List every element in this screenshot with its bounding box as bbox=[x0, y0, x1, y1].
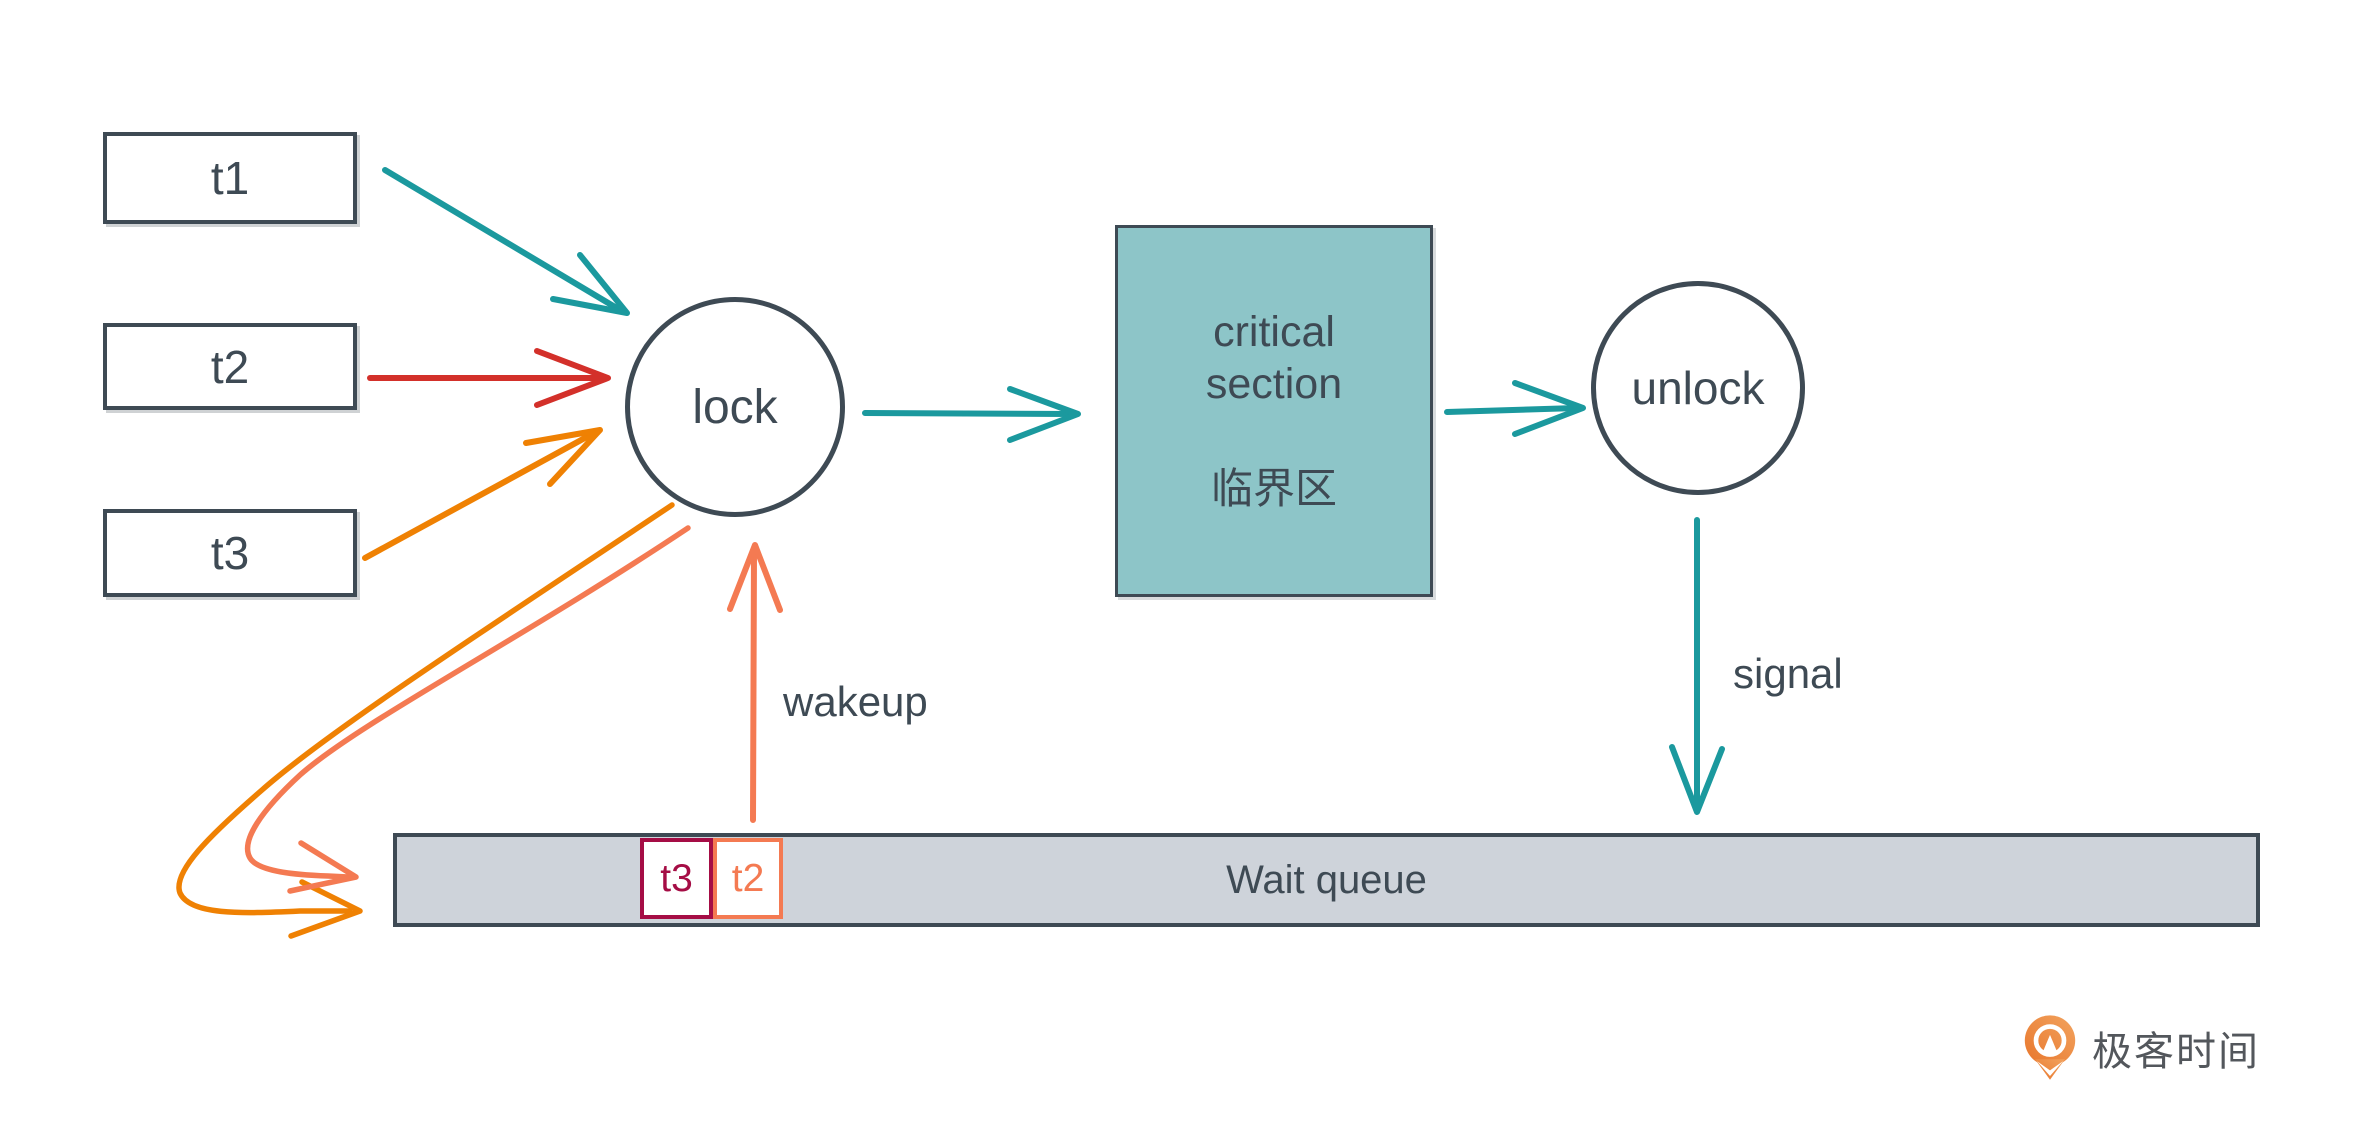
arrow-lock-to-queue-orange bbox=[176, 502, 675, 939]
wait-queue-item-t2: t2 bbox=[713, 838, 783, 919]
critical-section-line3: 临界区 bbox=[1210, 465, 1337, 513]
geektime-logo: 极客时间 bbox=[2022, 1014, 2260, 1082]
thread-box-t3: t3 bbox=[103, 509, 357, 597]
thread-box-t2: t2 bbox=[103, 323, 357, 410]
lock-node: lock bbox=[625, 297, 845, 517]
arrow-t1-to-lock bbox=[382, 167, 630, 316]
wakeup-label: wakeup bbox=[783, 678, 928, 725]
critical-section-line1: critical bbox=[1213, 308, 1335, 357]
arrow-signal bbox=[1669, 517, 1725, 815]
geektime-logo-text: 极客时间 bbox=[2092, 1030, 2260, 1074]
critical-section-box: critical section 临界区 bbox=[1115, 225, 1433, 597]
arrow-wakeup bbox=[727, 542, 783, 823]
arrow-t2-to-lock bbox=[367, 348, 611, 408]
thread-box-t1: t1 bbox=[103, 132, 357, 224]
unlock-node: unlock bbox=[1591, 281, 1805, 495]
arrow-lock-to-critical bbox=[862, 386, 1081, 443]
arrow-critical-to-unlock bbox=[1444, 380, 1586, 437]
critical-section-line2: section bbox=[1205, 359, 1343, 408]
geektime-logo-icon bbox=[2024, 1015, 2076, 1080]
arrow-t3-to-lock bbox=[362, 427, 603, 561]
wait-queue-label: Wait queue bbox=[1226, 857, 1427, 902]
wait-queue-item-t3: t3 bbox=[640, 838, 713, 919]
signal-label: signal bbox=[1733, 650, 1843, 697]
arrow-lock-to-queue-coral bbox=[244, 525, 691, 894]
